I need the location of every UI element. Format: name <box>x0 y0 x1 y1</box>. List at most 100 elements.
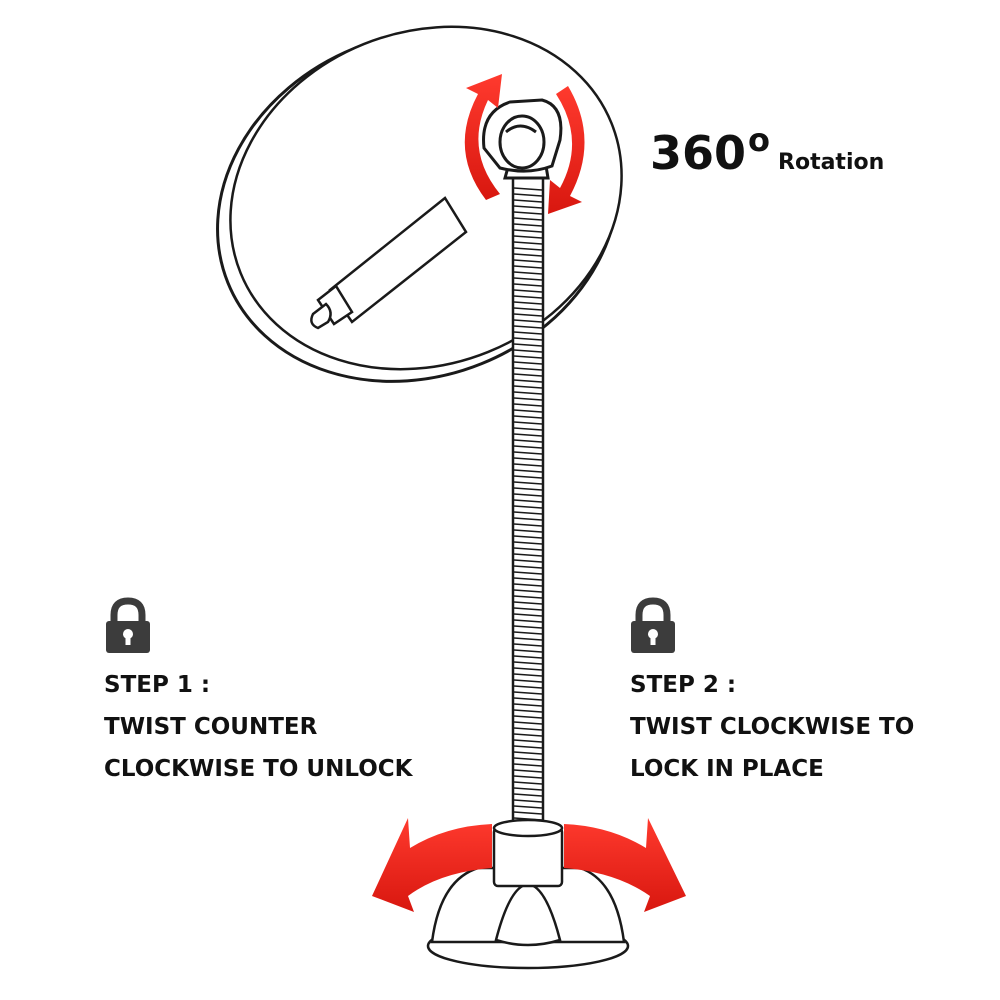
coil-ring <box>513 757 543 761</box>
coil-ring <box>513 769 543 773</box>
coil-ring <box>513 193 543 197</box>
coil-ring <box>513 313 543 317</box>
rotation-headline: 360oRotation <box>650 121 884 180</box>
coil-ring <box>513 517 543 521</box>
ball-joint <box>482 98 563 180</box>
coil-ring <box>513 493 543 497</box>
coil-ring <box>513 721 543 725</box>
coil-ring <box>513 709 543 713</box>
coil-ring <box>513 577 543 581</box>
coil-ring <box>513 679 543 683</box>
coil-ring <box>513 763 543 767</box>
coil-ring <box>513 511 543 515</box>
coil-ring <box>513 583 543 587</box>
coil-ring <box>513 247 543 251</box>
coil-ring <box>513 337 543 341</box>
coil-ring <box>513 433 543 437</box>
coil-ring <box>513 637 543 641</box>
coil-ring <box>513 655 543 659</box>
coil-ring <box>513 355 543 359</box>
coil-ring <box>513 697 543 701</box>
coil-ring <box>513 325 543 329</box>
step-1-title: STEP 1 : <box>104 672 211 698</box>
coil-ring <box>513 271 543 275</box>
coil-ring <box>513 685 543 689</box>
coil-ring <box>513 343 543 347</box>
coil-ring <box>513 691 543 695</box>
coil-ring <box>513 727 543 731</box>
step-2-title: STEP 2 : <box>630 672 737 698</box>
coil-ring <box>513 385 543 389</box>
coil-ring <box>513 601 543 605</box>
coil-ring <box>513 787 543 791</box>
coil-ring <box>513 349 543 353</box>
coil-ring <box>513 529 543 533</box>
coil-ring <box>513 541 543 545</box>
coil-ring <box>513 499 543 503</box>
coil-ring <box>513 403 543 407</box>
coil-ring <box>513 619 543 623</box>
coil-ring <box>513 361 543 365</box>
step-2-line-1: TWIST CLOCKWISE TO <box>630 714 915 740</box>
step-2-instructions: STEP 2 : TWIST CLOCKWISE TO LOCK IN PLAC… <box>630 664 914 790</box>
coil-ring <box>513 643 543 647</box>
lock-icon <box>106 597 150 653</box>
coil-ring <box>513 211 543 215</box>
degree-symbol: o <box>748 121 771 159</box>
coil-ring <box>513 523 543 527</box>
rotation-arrows <box>464 74 585 214</box>
coil-ring <box>513 283 543 287</box>
coil-ring <box>513 559 543 563</box>
coil-ring <box>513 667 543 671</box>
coil-ring <box>513 277 543 281</box>
coil-ring <box>513 607 543 611</box>
coil-ring <box>513 595 543 599</box>
coil-ring <box>513 571 543 575</box>
step-2-line-2: LOCK IN PLACE <box>630 756 824 782</box>
step-1-instructions: STEP 1 : TWIST COUNTER CLOCKWISE TO UNLO… <box>104 664 412 790</box>
coil-ring <box>513 445 543 449</box>
coil-ring <box>513 265 543 269</box>
coil-ring <box>513 781 543 785</box>
coil-ring <box>513 229 543 233</box>
lock-icon <box>631 597 675 653</box>
coil-ring <box>513 649 543 653</box>
coil-ring <box>513 331 543 335</box>
coil-ring <box>513 217 543 221</box>
coil-ring <box>513 535 543 539</box>
coil-ring <box>513 199 543 203</box>
twist-arrows <box>372 818 686 912</box>
coil-ring <box>513 703 543 707</box>
coil-ring <box>513 223 543 227</box>
coil-ring <box>513 289 543 293</box>
coil-ring <box>513 553 543 557</box>
coil-ring <box>513 373 543 377</box>
battery-compartment <box>310 196 468 330</box>
coil-ring <box>513 673 543 677</box>
step-1-line-1: TWIST COUNTER <box>104 714 318 740</box>
coil-ring <box>513 463 543 467</box>
coil-ring <box>513 301 543 305</box>
coil-ring <box>513 427 543 431</box>
coil-ring <box>513 379 543 383</box>
coil-ring <box>513 295 543 299</box>
coil-ring <box>513 457 543 461</box>
coil-ring <box>513 421 543 425</box>
step-1-line-2: CLOCKWISE TO UNLOCK <box>104 756 413 782</box>
coil-ring <box>513 397 543 401</box>
coil-ring <box>513 799 543 803</box>
coil-ring <box>513 751 543 755</box>
coil-ring <box>513 613 543 617</box>
coil-ring <box>513 475 543 479</box>
coil-ring <box>513 739 543 743</box>
coil-ring <box>513 811 543 815</box>
coil-ring <box>513 565 543 569</box>
coil-ring <box>513 661 543 665</box>
coil-ring <box>513 439 543 443</box>
coil-ring <box>513 733 543 737</box>
coil-ring <box>513 625 543 629</box>
coil-ring <box>513 451 543 455</box>
coil-ring <box>513 187 543 191</box>
coil-ring <box>513 367 543 371</box>
